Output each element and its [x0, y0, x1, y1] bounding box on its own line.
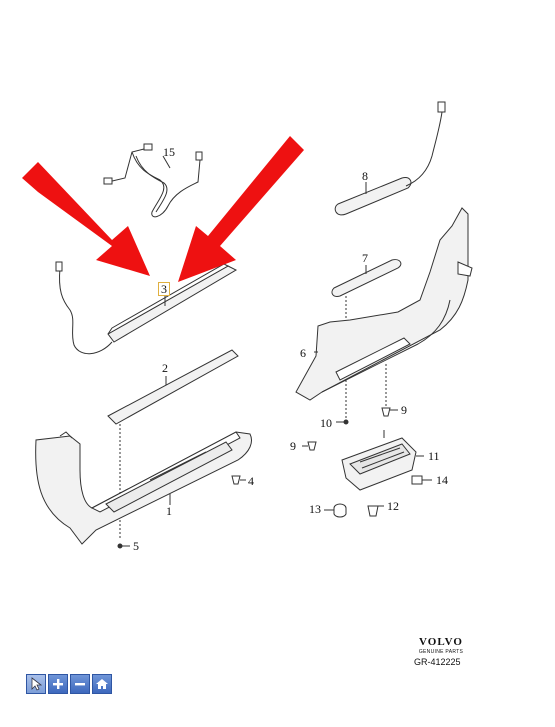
cursor-button[interactable] — [26, 674, 46, 694]
home-button[interactable] — [92, 674, 112, 694]
callout-1: 1 — [166, 504, 172, 518]
clip-12 — [367, 505, 384, 517]
clip-9a — [381, 407, 398, 417]
red-arrow-right — [178, 136, 304, 282]
plus-icon — [53, 679, 63, 689]
callout-9-lower: 9 — [290, 439, 296, 453]
clip-4 — [231, 475, 246, 485]
sill-panel-6 — [295, 207, 473, 408]
cable-harness-15 — [103, 143, 203, 218]
zoom-toolbar — [26, 674, 112, 694]
callout-9-upper: 9 — [401, 403, 407, 417]
diagram-reference: GR-412225 — [414, 657, 461, 667]
cursor-icon — [31, 677, 42, 691]
callout-13: 13 — [309, 502, 321, 516]
module-11 — [341, 430, 424, 491]
callout-11: 11 — [428, 449, 440, 463]
callout-4: 4 — [248, 474, 254, 488]
sill-plate-3 — [55, 261, 238, 355]
callout-7: 7 — [362, 251, 368, 265]
volvo-logo: VOLVO GENUINE PARTS — [413, 636, 469, 655]
home-icon — [96, 679, 108, 689]
zoom-out-button[interactable] — [70, 674, 90, 694]
red-arrow-left — [22, 162, 150, 276]
callout-8: 8 — [362, 169, 368, 183]
zoom-in-button[interactable] — [48, 674, 68, 694]
minus-icon — [75, 683, 85, 686]
callout-10: 10 — [320, 416, 332, 430]
callout-5: 5 — [133, 539, 139, 553]
callout-15: 15 — [163, 145, 175, 159]
clip-9b — [302, 441, 317, 451]
screw-5 — [117, 543, 130, 549]
trim-strip-2 — [107, 349, 239, 540]
callout-12: 12 — [387, 499, 399, 513]
brand-name: VOLVO — [419, 636, 463, 648]
clip-14 — [411, 475, 432, 485]
callout-3: 3 — [158, 282, 170, 296]
callout-2: 2 — [162, 361, 168, 375]
grommet-13 — [324, 503, 347, 518]
callout-14: 14 — [436, 473, 448, 487]
screw-10 — [336, 419, 349, 425]
sill-panel-1 — [35, 431, 252, 545]
trim-strip-8 — [334, 101, 446, 216]
callout-6: 6 — [300, 346, 306, 360]
brand-subtitle: GENUINE PARTS — [418, 649, 464, 655]
